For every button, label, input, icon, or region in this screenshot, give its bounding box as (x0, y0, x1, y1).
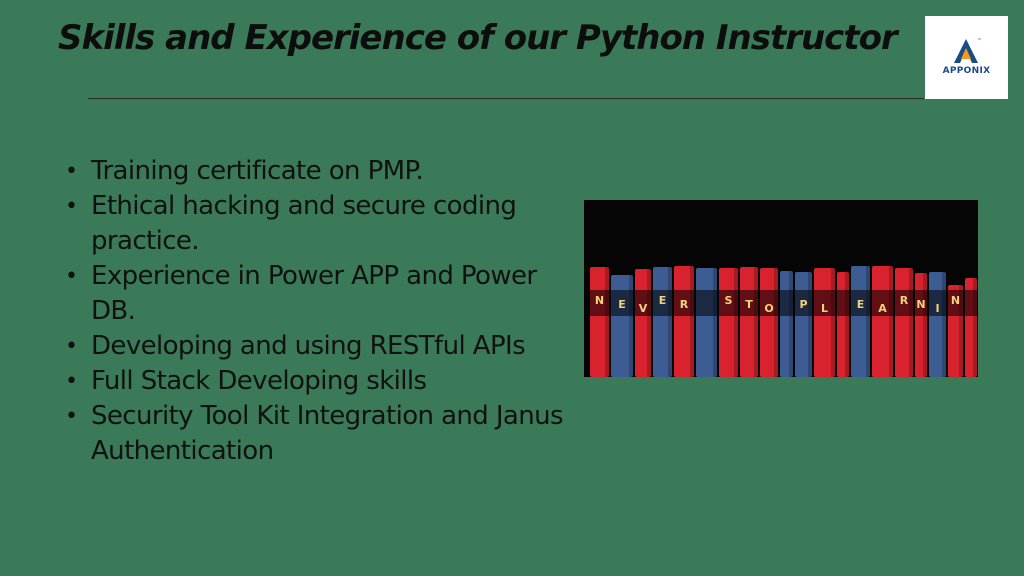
book-spine (965, 278, 977, 377)
spine-letter: E (618, 298, 626, 311)
list-item: Developing and using RESTful APIs (62, 329, 582, 364)
book-spine: S (719, 268, 738, 377)
spine-letter: V (639, 302, 648, 315)
book-spine: N (948, 285, 963, 377)
list-item: Ethical hacking and secure coding practi… (62, 189, 582, 259)
book-spine: I (929, 272, 946, 377)
book-spine: P (795, 272, 812, 377)
books-illustration: NEVERSTOPLEARNING (590, 266, 977, 377)
spine-letter: N (951, 294, 960, 307)
spine-letter: T (745, 298, 753, 311)
spine-letter: A (878, 302, 887, 315)
book-spine: R (674, 266, 694, 377)
book-spine: A (872, 266, 893, 377)
never-stop-learning-books-image: NEVERSTOPLEARNING (584, 200, 978, 377)
book-spine (780, 271, 793, 377)
book-spine: N (590, 267, 609, 377)
skills-list: Training certificate on PMP. Ethical hac… (62, 154, 582, 469)
book-spine: L (814, 268, 835, 377)
spine-letter: R (900, 294, 909, 307)
spine-letter: O (764, 302, 773, 315)
book-spine: T (740, 267, 758, 377)
title-divider (88, 98, 924, 99)
logo-text: APPONIX (942, 66, 991, 76)
spine-letter: S (725, 294, 733, 307)
book-spine: N (915, 273, 927, 377)
spine-letter: L (821, 302, 828, 315)
spine-letter: R (680, 298, 689, 311)
spine-letter: E (659, 294, 667, 307)
spine-letter: I (935, 302, 939, 315)
list-item: Training certificate on PMP. (62, 154, 582, 189)
list-item: Full Stack Developing skills (62, 364, 582, 399)
spine-letter: N (916, 298, 925, 311)
book-spine: V (635, 269, 651, 377)
slide-title: Skills and Experience of our Python Inst… (58, 18, 898, 58)
book-spine: O (760, 268, 778, 377)
spine-letter: P (799, 298, 807, 311)
book-spine (696, 268, 717, 377)
book-spine: E (653, 267, 672, 377)
book-spine: E (851, 266, 870, 377)
spine-letter: E (857, 298, 865, 311)
book-spine: R (895, 268, 913, 377)
apponix-logo: ™ APPONIX (925, 16, 1008, 99)
apponix-logo-icon (954, 39, 978, 63)
list-item: Security Tool Kit Integration and Janus … (62, 399, 582, 469)
book-spine (837, 272, 849, 377)
list-item: Experience in Power APP and Power DB. (62, 259, 582, 329)
spine-letter: N (595, 294, 604, 307)
trademark-mark: ™ (977, 38, 982, 44)
book-spine: E (611, 275, 633, 377)
